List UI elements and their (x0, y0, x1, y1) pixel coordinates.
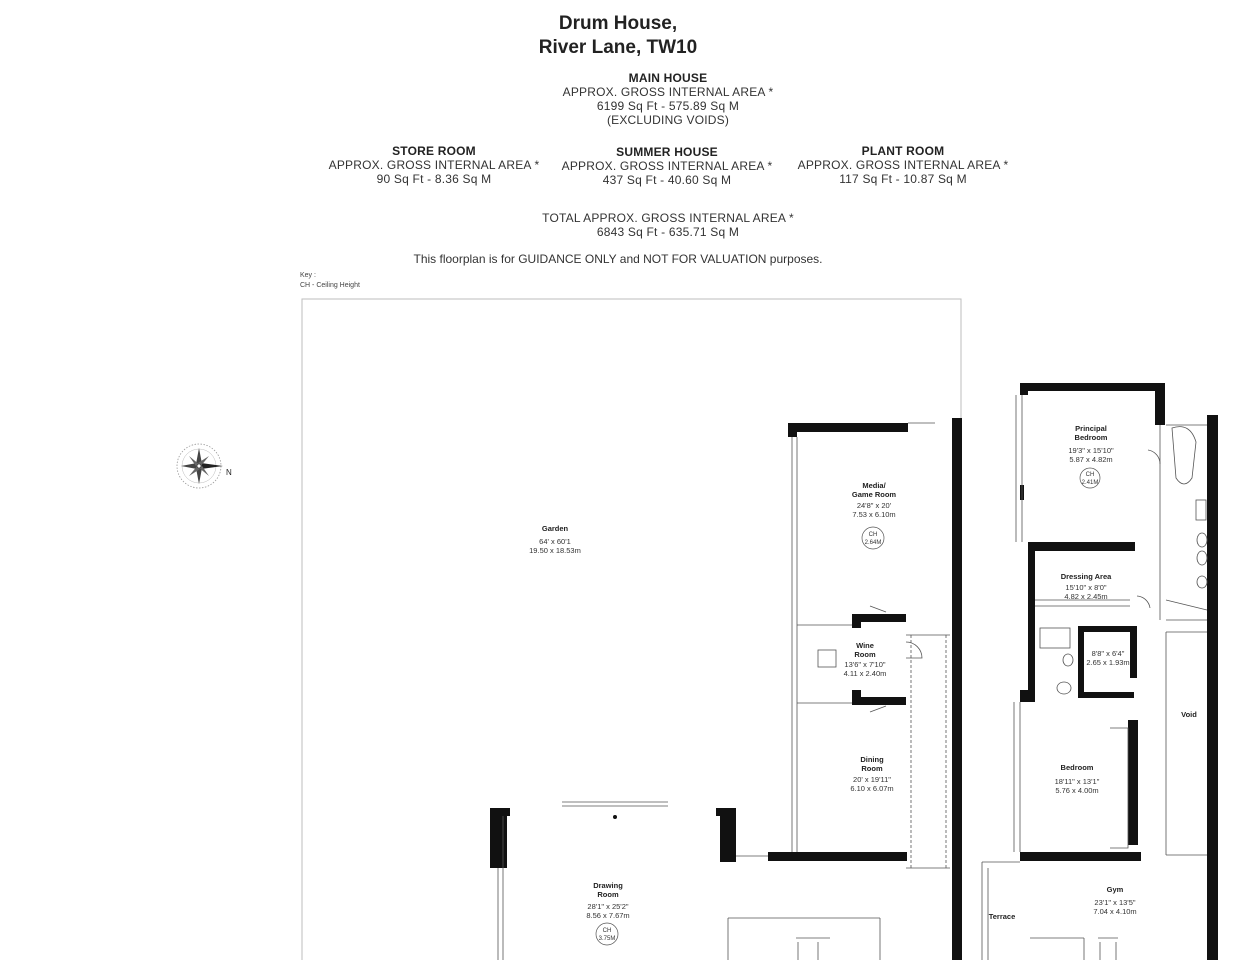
drawing-metric: 8.56 x 7.67m (586, 911, 629, 920)
gym-name: Gym (1107, 885, 1124, 894)
drawing-name-2: Room (597, 890, 619, 899)
small-metric: 2.65 x 1.93m (1086, 658, 1129, 667)
room-small: 8'8" x 6'4" 2.65 x 1.93m (1086, 649, 1129, 667)
key-ch: CH - Ceiling Height (300, 282, 360, 289)
void-name: Void (1181, 710, 1197, 719)
small-imperial: 8'8" x 6'4" (1092, 649, 1125, 658)
main-house-heading: MAIN HOUSE (628, 71, 708, 85)
total-area-block: TOTAL APPROX. GROSS INTERNAL AREA * 6843… (468, 211, 868, 239)
garden-imperial: 64' x 60'1 (539, 537, 571, 546)
room-void: Void (1181, 710, 1197, 719)
wine-imperial: 13'6" x 7'10" (844, 660, 885, 669)
drawing-ch: CH (603, 928, 612, 934)
compass-icon: N (176, 443, 232, 489)
gym-imperial: 23'1" x 13'5" (1094, 898, 1135, 907)
guidance-note: This floorplan is for GUIDANCE ONLY and … (413, 252, 823, 266)
total-area-label: TOTAL APPROX. GROSS INTERNAL AREA * (542, 211, 794, 225)
dressing-name: Dressing Area (1061, 572, 1112, 581)
room-garden: Garden 64' x 60'1 19.50 x 18.53m (529, 524, 581, 555)
store-room-label: APPROX. GROSS INTERNAL AREA * (328, 158, 540, 172)
total-area-value: 6843 Sq Ft - 635.71 Sq M (596, 225, 740, 239)
dining-name-2: Room (861, 764, 883, 773)
store-room-area: 90 Sq Ft - 8.36 Sq M (376, 172, 492, 186)
dressing-imperial: 15'10" x 8'0" (1065, 583, 1106, 592)
key-title: Key : (300, 272, 316, 279)
plant-room-area: 117 Sq Ft - 10.87 Sq M (839, 172, 967, 186)
garden-name: Garden (542, 524, 569, 533)
room-wine: Wine Room 13'6" x 7'10" 4.11 x 2.40m (844, 641, 887, 678)
room-media: Media/ Game Room 24'8" x 20' 7.53 x 6.10… (852, 481, 897, 550)
principal-name-2: Bedroom (1075, 433, 1108, 442)
principal-ch-value: 2.41M (1082, 480, 1099, 486)
main-house-area-block: MAIN HOUSE APPROX. GROSS INTERNAL AREA *… (518, 71, 818, 127)
terrace-name: Terrace (989, 912, 1016, 921)
gym-metric: 7.04 x 4.10m (1093, 907, 1136, 916)
main-wing-thin-lines (497, 422, 950, 960)
wine-name-1: Wine (856, 641, 874, 650)
bedroom-imperial: 18'11" x 13'1" (1055, 777, 1100, 786)
property-title-line2: River Lane, TW10 (538, 37, 698, 58)
right-wing-walls (1020, 383, 1218, 960)
room-terrace: Terrace (989, 912, 1016, 921)
media-ch-value: 2.64M (865, 540, 882, 546)
summer-house-label: APPROX. GROSS INTERNAL AREA * (561, 159, 773, 173)
room-bedroom: Bedroom 18'11" x 13'1" 5.76 x 4.00m (1055, 763, 1100, 795)
media-metric: 7.53 x 6.10m (852, 510, 895, 519)
dining-metric: 6.10 x 6.07m (850, 784, 893, 793)
plant-room-heading: PLANT ROOM (861, 144, 945, 158)
room-drawing: Drawing Room 28'1" x 25'2" 8.56 x 7.67m … (586, 815, 630, 946)
principal-name-1: Principal (1075, 424, 1107, 433)
summer-house-area-block: SUMMER HOUSE APPROX. GROSS INTERNAL AREA… (533, 145, 801, 187)
principal-ch: CH (1086, 472, 1095, 478)
room-dining: Dining Room 20' x 19'11" 6.10 x 6.07m (850, 755, 893, 793)
main-wing-walls (490, 418, 962, 960)
media-name-2: Game Room (852, 490, 897, 499)
property-title-line1: Drum House, (558, 13, 678, 34)
property-title: Drum House, River Lane, TW10 (0, 12, 1236, 60)
media-ch: CH (869, 532, 878, 538)
plant-room-area-block: PLANT ROOM APPROX. GROSS INTERNAL AREA *… (769, 144, 1037, 186)
dining-imperial: 20' x 19'11" (853, 775, 891, 784)
room-dressing: Dressing Area 15'10" x 8'0" 4.82 x 2.45m (1061, 572, 1112, 601)
drawing-ch-value: 3.75M (599, 936, 616, 942)
media-imperial: 24'8" x 20' (857, 501, 892, 510)
wine-name-2: Room (854, 650, 876, 659)
compass-north-label: N (226, 468, 232, 477)
bedroom-name: Bedroom (1061, 763, 1094, 772)
right-wing-thin-lines (981, 395, 1208, 960)
room-gym: Gym 23'1" x 13'5" 7.04 x 4.10m (1093, 885, 1136, 916)
room-principal: Principal Bedroom 19'3" x 15'10" 5.87 x … (1068, 424, 1114, 489)
bedroom-metric: 5.76 x 4.00m (1055, 786, 1098, 795)
store-room-area-block: STORE ROOM APPROX. GROSS INTERNAL AREA *… (300, 144, 568, 186)
garden-metric: 19.50 x 18.53m (529, 546, 581, 555)
main-house-note: (EXCLUDING VOIDS) (606, 113, 730, 127)
drawing-name-1: Drawing (593, 881, 623, 890)
principal-metric: 5.87 x 4.82m (1069, 455, 1112, 464)
wine-metric: 4.11 x 2.40m (844, 669, 887, 678)
garden-boundary (301, 298, 962, 960)
media-name-1: Media/ (862, 481, 886, 490)
key-legend: Key : CH - Ceiling Height (300, 271, 360, 291)
summer-house-area: 437 Sq Ft - 40.60 Sq M (602, 173, 732, 187)
drawing-imperial: 28'1" x 25'2" (587, 902, 628, 911)
summer-house-heading: SUMMER HOUSE (616, 145, 718, 159)
plant-room-label: APPROX. GROSS INTERNAL AREA * (797, 158, 1009, 172)
principal-imperial: 19'3" x 15'10" (1068, 446, 1114, 455)
store-room-heading: STORE ROOM (392, 144, 476, 158)
dining-name-1: Dining (860, 755, 884, 764)
dressing-metric: 4.82 x 2.45m (1064, 592, 1107, 601)
main-house-label: APPROX. GROSS INTERNAL AREA * (562, 85, 774, 99)
main-house-area: 6199 Sq Ft - 575.89 Sq M (596, 99, 740, 113)
